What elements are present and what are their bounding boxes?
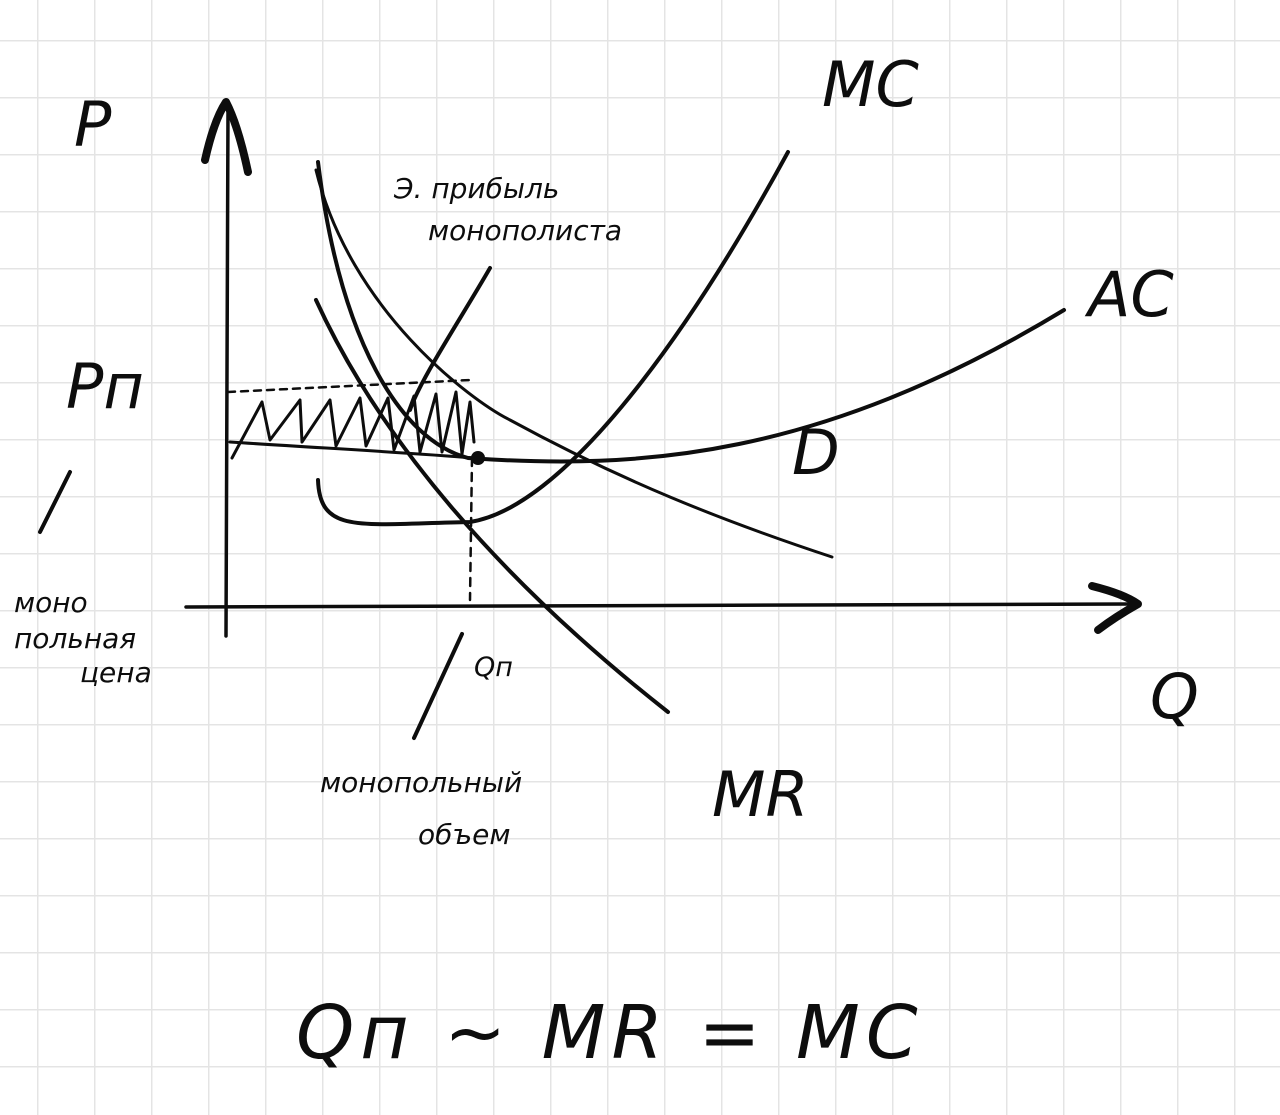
monopoly-quantity-dashed-line: [468, 456, 474, 602]
price-annotation-line-2: польная: [14, 622, 136, 655]
profit-pointer-line: [408, 266, 492, 412]
monopoly-quantity-label: Qп: [474, 652, 513, 683]
ac-curve: [316, 160, 1066, 464]
y-axis-label: P: [74, 88, 112, 161]
x-axis: [184, 602, 1132, 609]
ac-label: AC: [1084, 258, 1174, 331]
price-annotation-line-3: цена: [80, 656, 152, 689]
mr-curve: [314, 298, 670, 714]
price-annotation-line-1: моно: [14, 586, 88, 619]
equilibrium-formula: Qп ~ MR = MC: [296, 990, 924, 1076]
monopoly-price-point: [471, 451, 485, 465]
monopoly-price-dashed-line: [226, 378, 472, 394]
mc-label: MC: [822, 48, 919, 121]
profit-area-base-line: [228, 440, 476, 460]
price-pointer-line: [38, 470, 72, 534]
x-axis-arrow: [1088, 582, 1142, 634]
y-axis: [224, 108, 230, 638]
mc-curve: [316, 150, 790, 527]
demand-label: D: [792, 416, 840, 489]
volume-annotation-line-2: объем: [418, 818, 511, 851]
mr-label: MR: [712, 758, 809, 831]
volume-annotation-line-1: монопольный: [320, 766, 522, 799]
x-axis-label: Q: [1150, 660, 1199, 733]
demand-curve: [314, 168, 834, 559]
y-axis-arrow: [201, 98, 252, 176]
monopoly-price-label: Pп: [66, 350, 144, 423]
profit-annotation-line-1: Э. прибыль: [393, 172, 559, 205]
profit-annotation-line-2: монополиста: [428, 214, 622, 247]
volume-pointer-line: [412, 632, 464, 740]
profit-area-hatching: [230, 390, 476, 460]
